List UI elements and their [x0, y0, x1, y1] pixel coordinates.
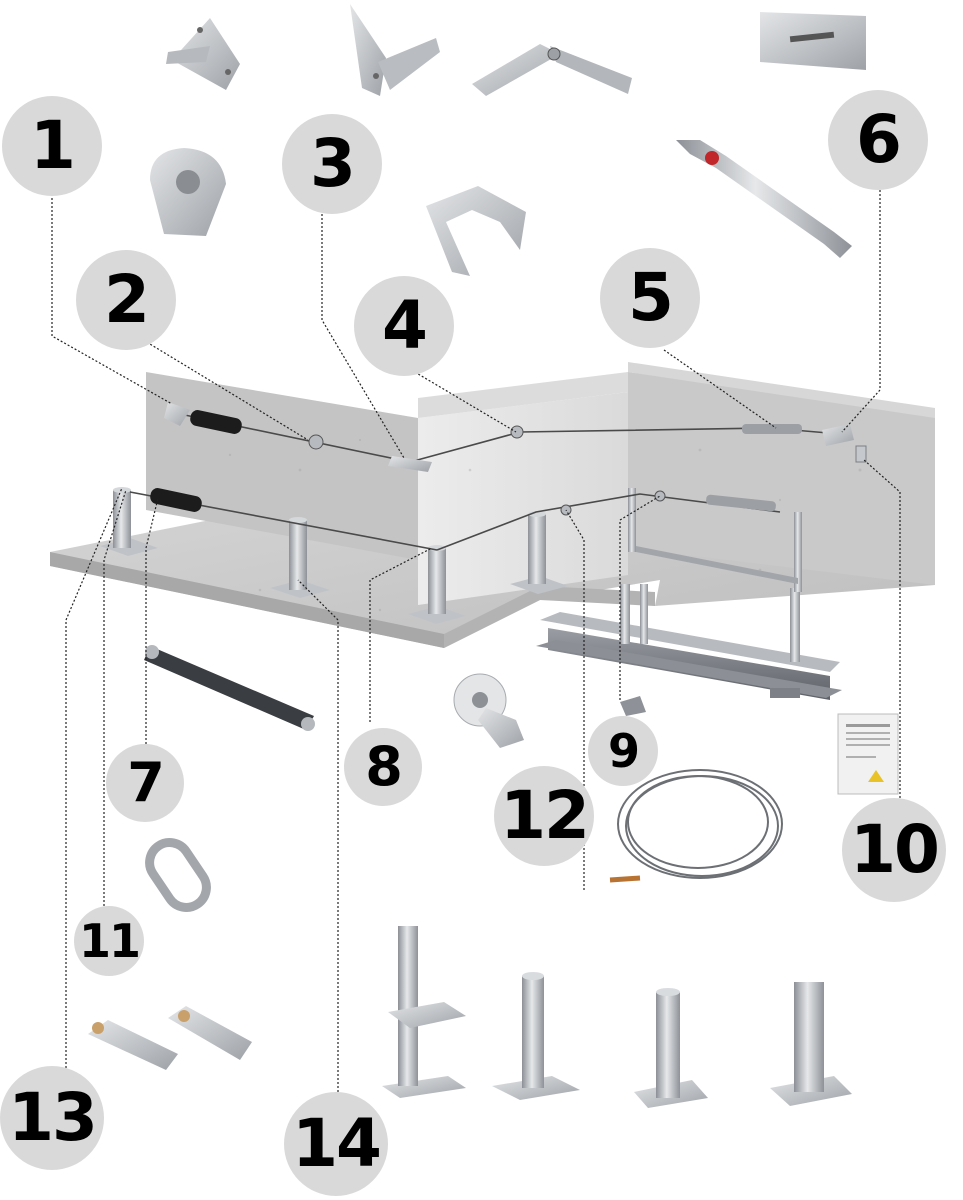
part-small-clamp [620, 696, 646, 716]
wall-bracket-right [628, 488, 802, 592]
tensioners [150, 402, 867, 516]
callout-3: 3 [282, 114, 382, 214]
part-cable-guide-fork [426, 186, 526, 276]
callout-label: 7 [127, 751, 165, 814]
callout-7: 7 [106, 744, 184, 822]
callout-label: 9 [607, 724, 640, 778]
callout-1: 1 [2, 96, 102, 196]
part-cable-guide-round [150, 148, 226, 236]
part-tension-rod [144, 645, 315, 731]
callout-label: 6 [856, 101, 902, 178]
part-hinge-bracket [472, 44, 632, 96]
callout-6: 6 [828, 90, 928, 190]
callout-label: 3 [310, 125, 356, 202]
callout-label: 13 [8, 1079, 98, 1156]
part-pulley [453, 673, 524, 748]
part-turnbuckle-top [676, 140, 852, 258]
callout-4: 4 [354, 276, 454, 376]
part-flat-links [88, 1006, 252, 1070]
callout-label: 14 [292, 1105, 382, 1182]
callout-8: 8 [344, 728, 422, 806]
post-option-round-2 [634, 988, 708, 1108]
part-flat-plate [760, 12, 866, 70]
callout-11: 11 [74, 906, 144, 976]
part-sign-card [837, 713, 899, 795]
callout-14: 14 [284, 1092, 388, 1196]
part-quick-link [145, 838, 211, 912]
callout-label: 4 [382, 287, 428, 364]
post-option-square [770, 982, 852, 1106]
part-wall-plate [166, 18, 240, 90]
posts-on-slab [100, 487, 568, 624]
callout-label: 12 [500, 777, 590, 854]
callout-12: 12 [494, 766, 594, 866]
part-wire-coil [609, 769, 783, 883]
callout-label: 11 [78, 914, 141, 968]
callout-label: 2 [104, 261, 150, 338]
part-angle-bracket-1 [350, 4, 440, 96]
callout-13: 13 [0, 1066, 104, 1170]
callout-10: 10 [842, 798, 946, 902]
callout-label: 5 [628, 259, 674, 336]
callout-label: 1 [30, 107, 76, 184]
callout-9: 9 [588, 716, 658, 786]
post-option-round-1 [492, 972, 580, 1100]
steel-beam [536, 584, 842, 700]
leader-lines [51, 190, 901, 1100]
callout-label: 8 [365, 735, 403, 798]
callout-5: 5 [600, 248, 700, 348]
post-option-square-adjustable [382, 926, 466, 1098]
callout-label: 10 [850, 811, 940, 888]
callout-2: 2 [76, 250, 176, 350]
